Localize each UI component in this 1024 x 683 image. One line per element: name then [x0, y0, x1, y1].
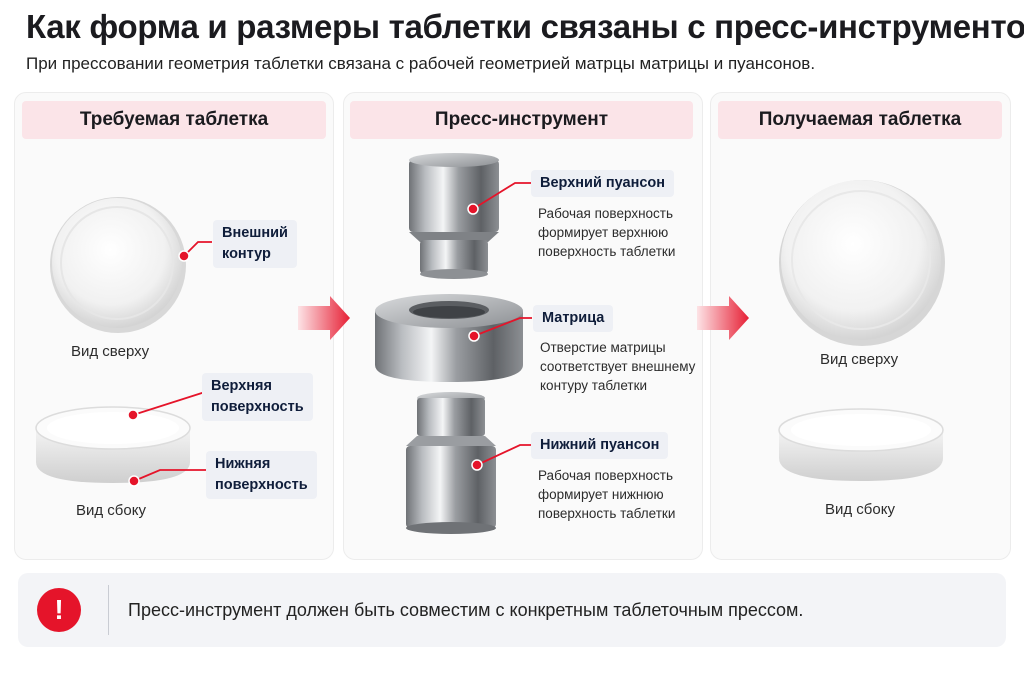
note-bar — [18, 573, 1006, 647]
arrow-right-icon — [298, 296, 350, 340]
label-upper-punch: Верхний пуансон — [531, 170, 675, 197]
panel-header-required: Требуемая таблетка — [22, 101, 326, 139]
label-upper-surface: Верхняя поверхность — [202, 373, 313, 421]
caption-result-top-view: Вид сверху — [820, 351, 899, 368]
panel-header-tool: Пресс-инструмент — [350, 101, 693, 139]
desc-line: формирует верхнюю — [538, 225, 669, 240]
result-tablet-top-view-icon — [779, 180, 945, 346]
desc-die: Отверстие матрицы соответствует внешнему… — [540, 338, 695, 395]
label-lower-surface: Нижняя поверхность — [206, 451, 317, 499]
desc-upper-punch: Рабочая поверхность формирует верхнюю по… — [538, 204, 675, 261]
desc-line: поверхность таблетки — [538, 244, 676, 259]
label-line: Нижняя — [215, 456, 271, 472]
label-lower-punch: Нижний пуансон — [531, 432, 669, 459]
desc-lower-punch: Рабочая поверхность формирует нижнюю пов… — [538, 466, 675, 523]
tablet-top-view-icon — [50, 197, 186, 333]
caption-side-view: Вид сбоку — [76, 502, 146, 519]
label-line: Верхняя — [211, 378, 272, 394]
tablet-side-view-icon — [35, 406, 191, 483]
label-outer-contour: Внешний контур — [213, 220, 297, 268]
exclamation-icon: ! — [37, 588, 81, 632]
die-icon — [375, 294, 523, 382]
label-line: поверхность — [211, 399, 304, 415]
desc-line: поверхность таблетки — [538, 506, 676, 521]
desc-line: формирует нижнюю — [538, 487, 664, 502]
note-text: Пресс-инструмент должен быть совместим с… — [128, 600, 804, 620]
result-tablet-side-view-icon — [778, 408, 944, 481]
page-subtitle: При прессовании геометрия таблетки связа… — [26, 54, 816, 73]
page-title: Как форма и размеры таблетки связаны с п… — [26, 8, 1024, 45]
desc-line: соответствует внешнему — [540, 359, 696, 374]
arrow-right-icon — [697, 296, 749, 340]
caption-result-side-view: Вид сбоку — [825, 501, 895, 518]
desc-line: Отверстие матрицы — [540, 340, 666, 355]
label-line: Внешний — [222, 225, 288, 241]
label-die: Матрица — [533, 305, 614, 332]
note-divider — [108, 585, 109, 635]
upper-punch-icon — [409, 153, 499, 279]
desc-line: Рабочая поверхность — [538, 468, 673, 483]
label-line: поверхность — [215, 477, 308, 493]
caption-top-view: Вид сверху — [71, 343, 150, 360]
desc-line: Рабочая поверхность — [538, 206, 673, 221]
label-line: контур — [222, 246, 271, 262]
desc-line: контуру таблетки — [540, 378, 648, 393]
panel-header-result: Получаемая таблетка — [718, 101, 1002, 139]
